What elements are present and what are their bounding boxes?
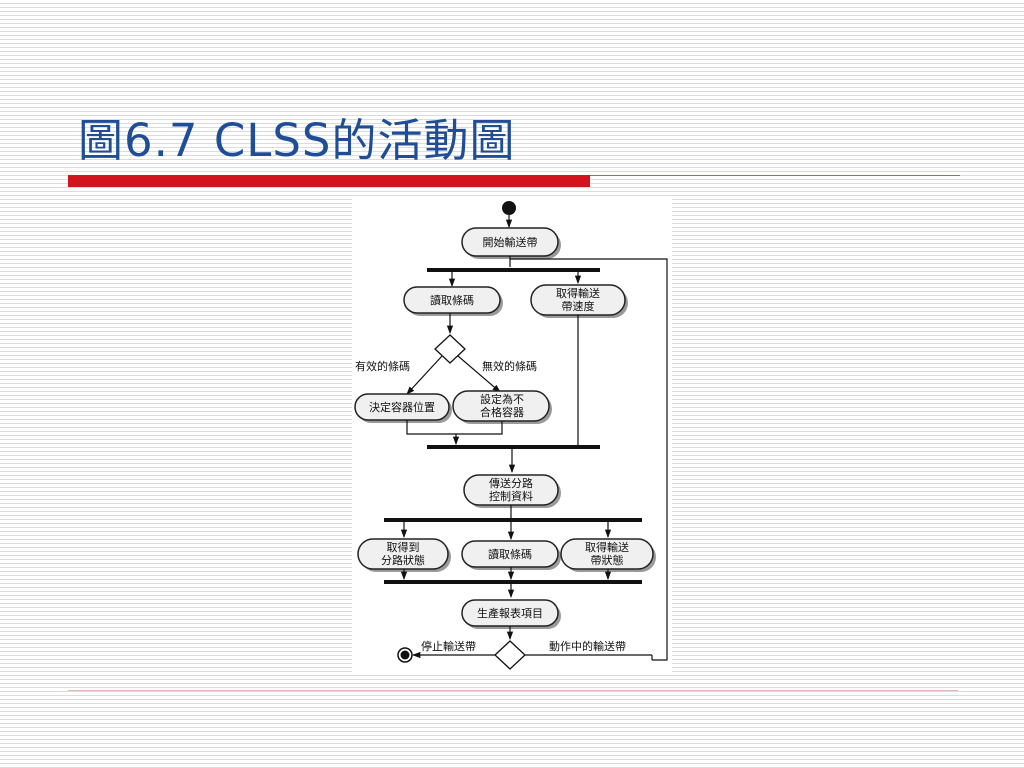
activity-start-conveyor: 開始輸送帶 bbox=[461, 227, 561, 259]
activity-read-barcode-2: 讀取條碼 bbox=[461, 540, 561, 570]
activity-get-belt-speed-line-2: 帶速度 bbox=[562, 299, 595, 313]
activity-get-belt-status: 取得輸送 帶狀態 bbox=[560, 538, 656, 572]
fork-bar-1 bbox=[427, 268, 600, 272]
activity-get-belt-speed-line-1: 取得輸送 bbox=[556, 286, 600, 300]
join-bar-2 bbox=[384, 580, 642, 584]
slide-title: 圖6.7 CLSS的活動圖 bbox=[78, 114, 516, 167]
activity-diagram: 開始輸送帶 讀取條碼 取得輸送 帶速度 有效的條碼 無效的條碼 決定容器位置 設… bbox=[352, 196, 672, 672]
activity-produce-report-item: 生產報表項目 bbox=[461, 599, 561, 629]
final-node bbox=[397, 647, 413, 663]
activity-set-reject-bin-line-2: 合格容器 bbox=[480, 405, 524, 419]
activity-set-reject-bin: 設定為不 合格容器 bbox=[452, 390, 552, 424]
footer-rule bbox=[68, 690, 958, 691]
decision-belt-state bbox=[494, 640, 526, 670]
activity-get-switch-status: 取得到 分路狀態 bbox=[357, 538, 451, 572]
title-underline-thin bbox=[590, 175, 960, 176]
activity-read-barcode-label: 讀取條碼 bbox=[430, 293, 474, 307]
activity-set-reject-bin-line-1: 設定為不 bbox=[480, 392, 524, 406]
guard-valid-barcode: 有效的條碼 bbox=[355, 359, 410, 373]
guard-running-conveyor: 動作中的輸送帶 bbox=[549, 639, 626, 653]
activity-read-barcode-2-label: 讀取條碼 bbox=[488, 547, 532, 561]
activity-send-routing-data-line-2: 控制資料 bbox=[489, 489, 533, 503]
activity-start-conveyor-label: 開始輸送帶 bbox=[483, 235, 538, 249]
title-underline-red bbox=[68, 175, 590, 187]
activity-get-belt-status-line-1: 取得輸送 bbox=[585, 540, 629, 554]
activity-produce-report-item-label: 生產報表項目 bbox=[477, 606, 543, 620]
join-bar-1 bbox=[427, 445, 600, 449]
activity-read-barcode: 讀取條碼 bbox=[403, 286, 503, 316]
decision-barcode-valid bbox=[434, 334, 466, 364]
initial-node bbox=[502, 201, 516, 215]
activity-decide-bin-location: 決定容器位置 bbox=[354, 393, 452, 423]
activity-get-belt-speed: 取得輸送 帶速度 bbox=[530, 284, 628, 318]
fork-bar-2 bbox=[384, 518, 642, 522]
activity-get-switch-status-line-2: 分路狀態 bbox=[381, 553, 425, 567]
activity-send-routing-data: 傳送分路 控制資料 bbox=[463, 474, 561, 508]
activity-decide-bin-location-label: 決定容器位置 bbox=[369, 400, 435, 414]
activity-send-routing-data-line-1: 傳送分路 bbox=[489, 476, 533, 490]
guard-invalid-barcode: 無效的條碼 bbox=[482, 359, 537, 373]
activity-get-belt-status-line-2: 帶狀態 bbox=[591, 553, 624, 567]
guard-stop-conveyor: 停止輸送帶 bbox=[421, 639, 476, 653]
activity-get-switch-status-line-1: 取得到 bbox=[387, 541, 420, 554]
